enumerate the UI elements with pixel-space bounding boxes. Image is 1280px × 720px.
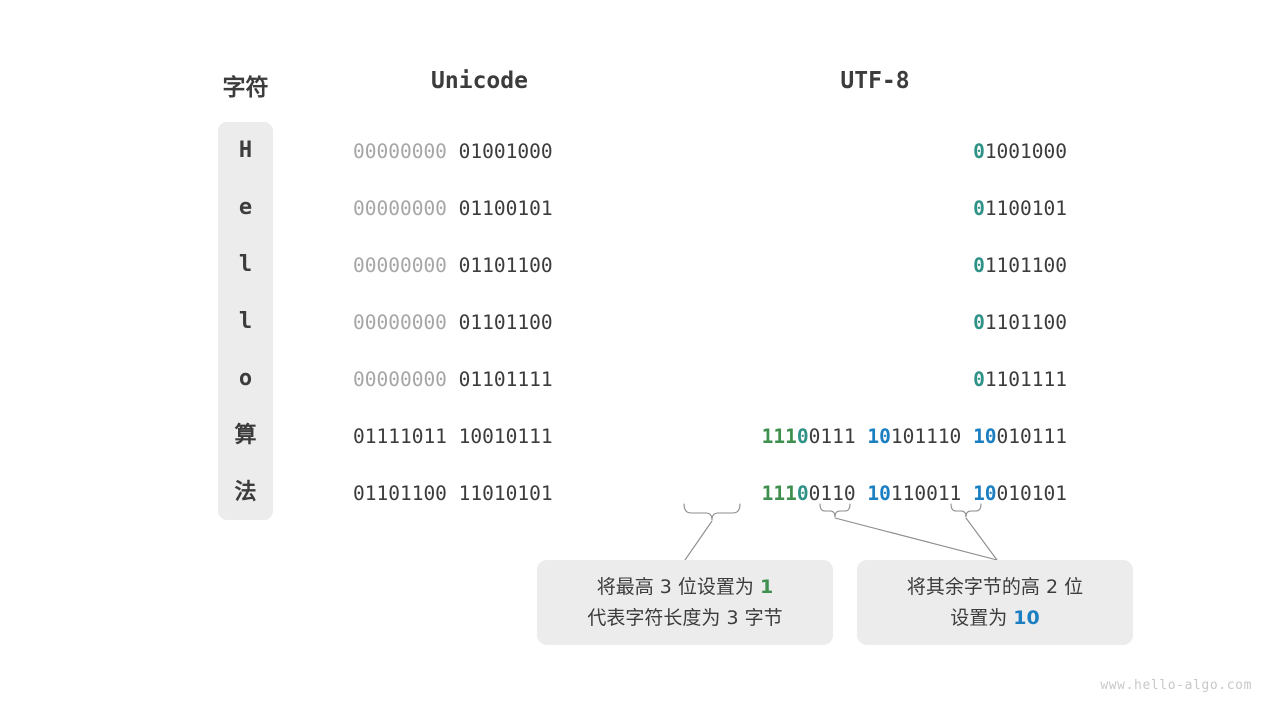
unicode-bits-row: 01111011 10010111 [353,425,606,448]
utf8-continuation-marker: 10 [867,425,891,448]
utf8-bits-row: 01100101 [620,197,1067,220]
byte-separator [447,425,459,448]
callout-continuation-marker: 将其余字节的高 2 位 设置为 10 [857,560,1133,645]
callout-length-marker: 将最高 3 位设置为 1 代表字符长度为 3 字节 [537,560,833,645]
unicode-bits-row: 00000000 01101100 [353,311,606,334]
unicode-high-byte: 00000000 [353,197,447,220]
character-cell: 法 [234,480,257,505]
byte-separator [447,254,459,277]
column-header-utf8: UTF-8 [840,68,910,94]
leader-line-right-callout-b [965,517,998,561]
unicode-low-byte: 01101111 [458,368,553,391]
unicode-high-byte: 01101100 [353,482,447,505]
callout-right-line-2: 设置为 10 [950,603,1040,634]
character-cell: H [238,138,253,163]
utf8-lead-marker: 0 [973,197,985,220]
byte-separator [447,368,459,391]
leader-line-left-callout [684,520,713,561]
utf8-bits-row: 01001000 [620,140,1067,163]
utf8-lead-marker: 0 [973,311,985,334]
unicode-high-byte: 01111011 [353,425,447,448]
utf8-payload: 101110 [890,425,962,448]
unicode-high-byte: 00000000 [353,311,447,334]
character-cell: l [238,252,253,277]
byte-separator [447,311,459,334]
unicode-high-byte: 00000000 [353,368,447,391]
utf8-payload: 010111 [996,425,1067,448]
utf8-payload: 110011 [890,482,962,505]
utf8-length-terminator: 0 [796,425,809,448]
unicode-low-byte: 01001000 [458,140,553,163]
brace-continuation-marker-1 [819,503,851,518]
brace-length-marker [683,503,741,521]
callout-left-line-1: 将最高 3 位设置为 1 [597,572,773,603]
unicode-bits-row: 00000000 01001000 [353,140,606,163]
unicode-low-byte: 11010101 [458,482,553,505]
unicode-low-byte: 01100101 [458,197,553,220]
utf8-lead-marker: 0 [973,140,985,163]
unicode-high-byte: 00000000 [353,140,447,163]
utf8-payload: 1001000 [984,140,1067,163]
utf8-bits-row: 11100111 10101110 10010111 [620,425,1067,448]
unicode-low-byte: 01101100 [458,254,553,277]
callout-right-line-1: 将其余字节的高 2 位 [906,575,1084,598]
byte-separator [961,482,973,505]
utf8-payload: 010101 [996,482,1067,505]
utf8-lead-marker: 0 [973,368,985,391]
brace-continuation-marker-2 [950,503,982,518]
unicode-bits-row: 01101100 11010101 [353,482,606,505]
character-cell: o [238,366,253,391]
byte-separator [447,482,459,505]
callout-right-line-2-text: 设置为 [950,606,1014,629]
utf8-lead-marker: 0 [973,254,985,277]
character-cell: 算 [234,423,257,448]
utf8-length-terminator: 0 [796,482,809,505]
byte-separator [961,425,973,448]
utf8-payload: 1101100 [984,254,1067,277]
utf8-length-marker: 111 [761,425,797,448]
utf8-bits-row: 11100110 10110011 10010101 [620,482,1067,505]
unicode-bits-row: 00000000 01101100 [353,254,606,277]
utf8-payload: 0111 [808,425,856,448]
column-header-character: 字符 [222,75,269,101]
column-header-unicode: Unicode [431,68,528,94]
utf8-payload: 1100101 [984,197,1067,220]
character-column-panel [218,122,273,520]
callout-left-highlight: 1 [759,575,774,598]
byte-separator [447,140,459,163]
character-cell: l [238,309,253,334]
byte-separator [856,425,868,448]
unicode-high-byte: 00000000 [353,254,447,277]
utf8-bits-row: 01101100 [620,254,1067,277]
unicode-low-byte: 10010111 [458,425,553,448]
watermark: www.hello-algo.com [1100,678,1252,693]
utf8-continuation-marker: 10 [973,425,997,448]
byte-separator [856,482,868,505]
utf8-length-marker: 111 [761,482,797,505]
callout-left-line-1-text: 将最高 3 位设置为 [596,575,760,598]
unicode-bits-row: 00000000 01101111 [353,368,606,391]
character-cell: e [238,195,253,220]
utf8-bits-row: 01101111 [620,368,1067,391]
callout-left-line-2: 代表字符长度为 3 字节 [587,606,783,629]
utf8-bits-row: 01101100 [620,311,1067,334]
callout-right-highlight: 10 [1013,606,1040,629]
byte-separator [447,197,459,220]
unicode-bits-row: 00000000 01100101 [353,197,606,220]
unicode-low-byte: 01101100 [458,311,553,334]
utf8-payload: 1101100 [984,311,1067,334]
utf8-payload: 1101111 [984,368,1067,391]
leader-line-right-callout-a [834,517,998,561]
utf8-continuation-marker: 10 [973,482,997,505]
utf8-payload: 0110 [808,482,856,505]
utf8-continuation-marker: 10 [867,482,891,505]
